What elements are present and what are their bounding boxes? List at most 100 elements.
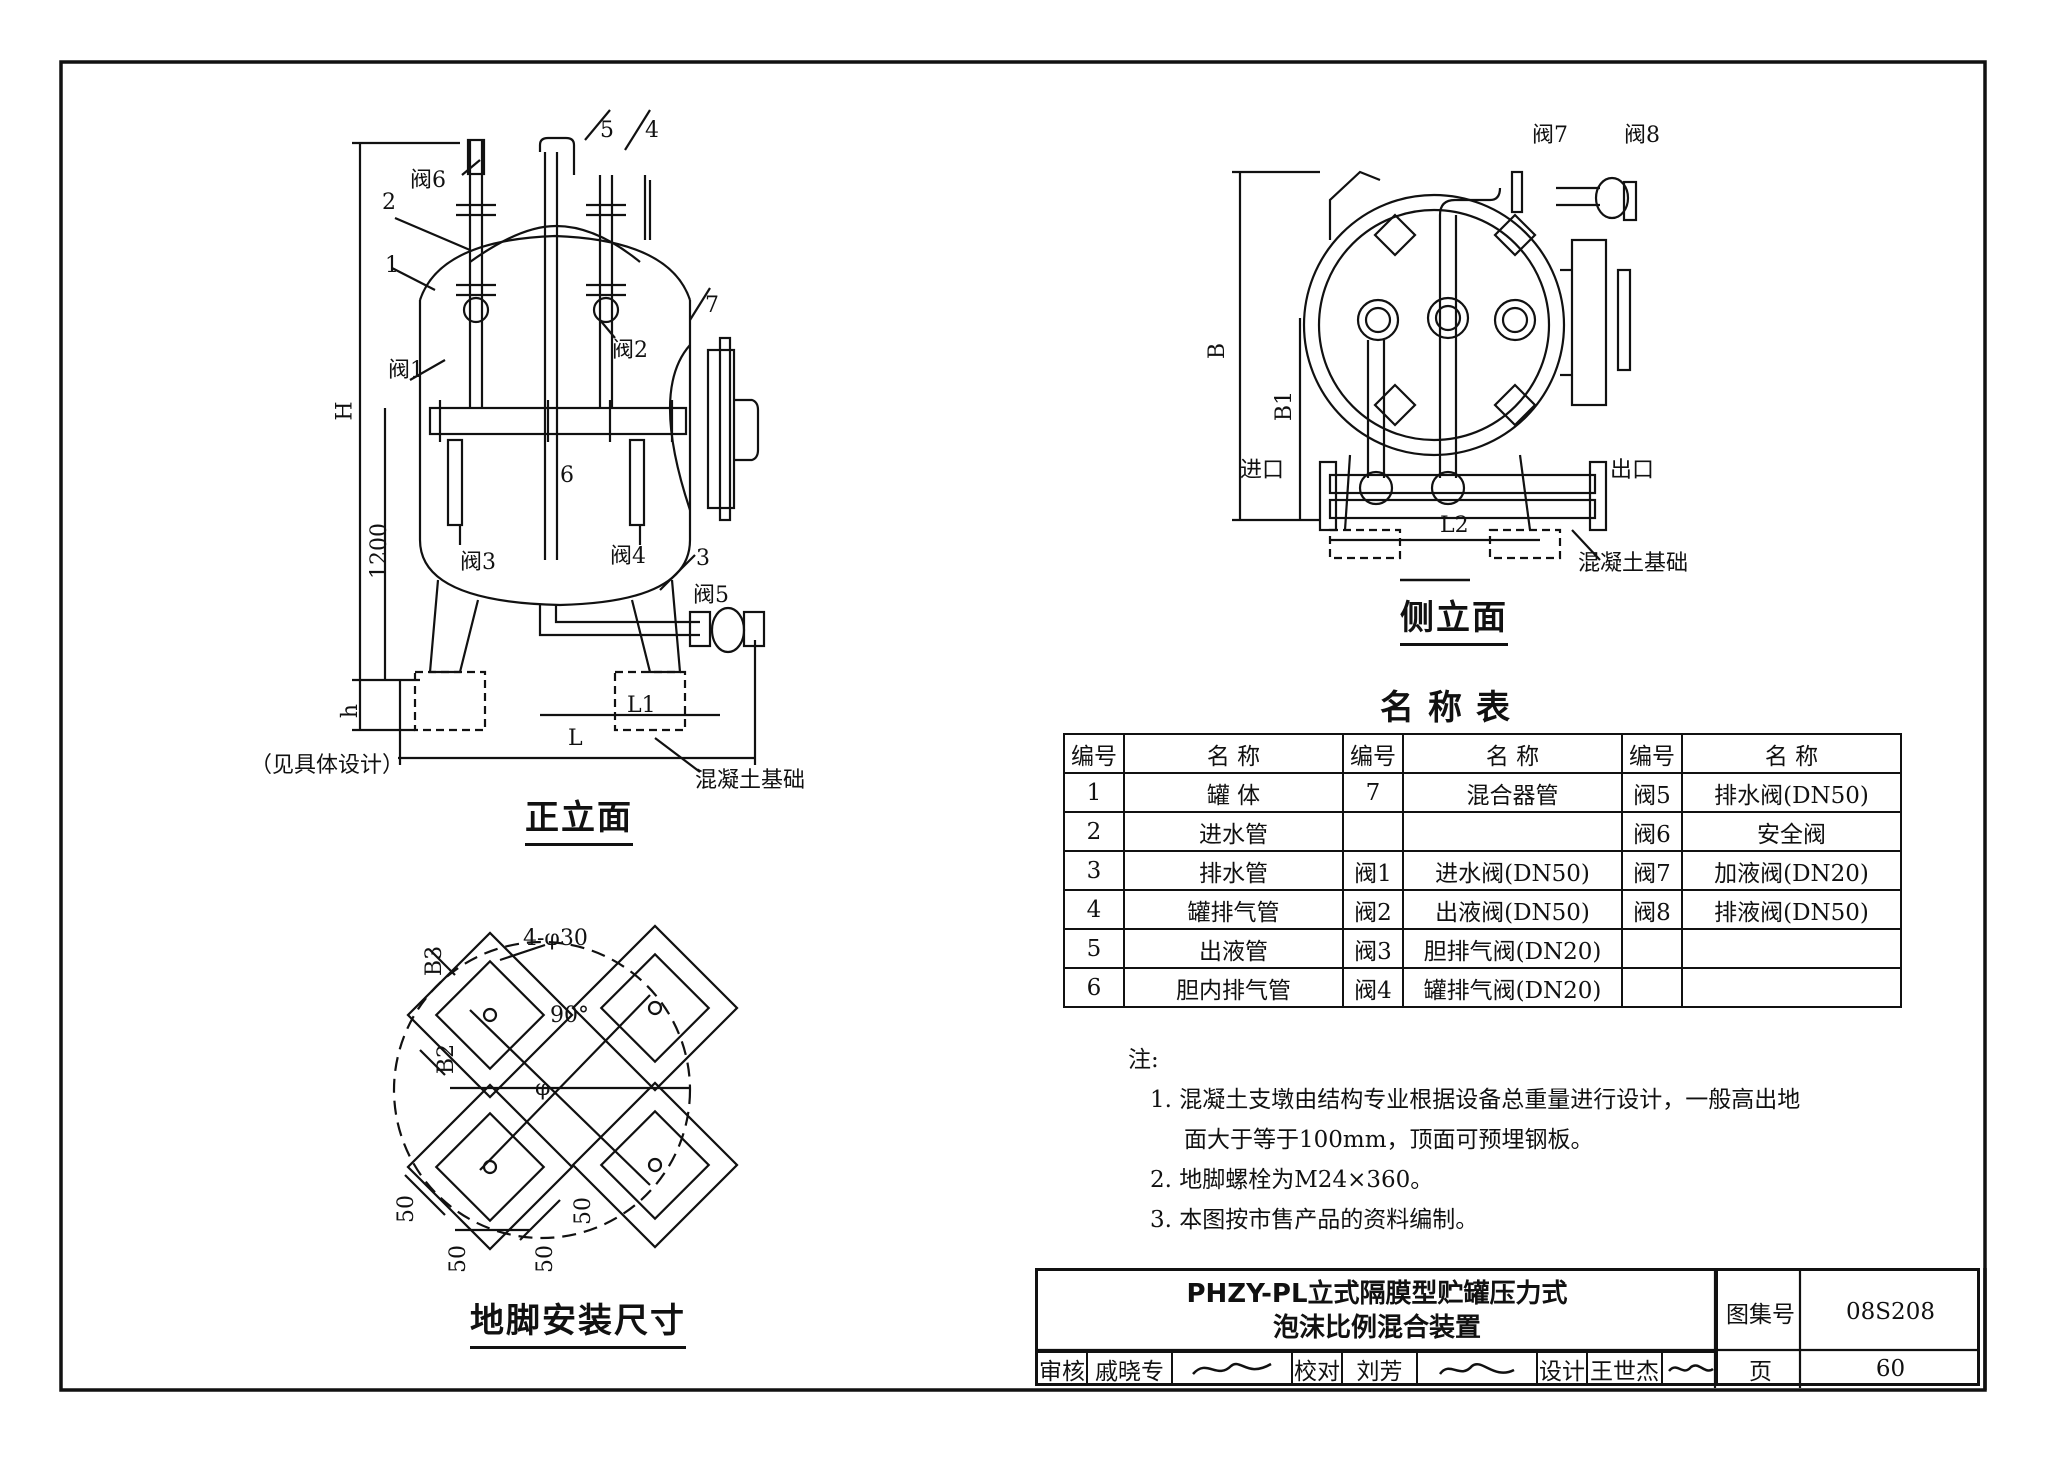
table-row: 3 排水管 阀1 进水阀(DN50) 阀7 加液阀(DN20) — [1063, 850, 1902, 891]
table-cell: 阀3 — [1342, 928, 1404, 969]
table-row: 5 出液管 阀3 胆排气阀(DN20) — [1063, 928, 1902, 969]
page-label: 页 — [1749, 1359, 1772, 1385]
signature-icon — [1667, 1364, 1714, 1372]
table-cell: 阀2 — [1342, 889, 1404, 930]
table-cell: 罐排气管 — [1123, 889, 1344, 930]
sheet-frame — [59, 60, 1987, 1392]
label-50-d: 50 — [571, 1197, 596, 1225]
table-cell — [1342, 811, 1404, 852]
designer-label: 设计 — [1538, 1353, 1588, 1385]
table-cell: 7 — [1342, 772, 1404, 813]
label-B2: B2 — [434, 1043, 460, 1075]
title-block-lines — [1035, 1268, 1980, 1388]
signature-icon — [1438, 1363, 1515, 1375]
table-cell — [1402, 811, 1623, 852]
label-B: B — [1205, 342, 1231, 360]
title-block: PHZY-PL立式隔膜型贮罐压力式 泡沫比例混合装置 图集号 08S208 页 … — [1035, 1268, 1980, 1386]
label-B3: B3 — [422, 945, 448, 977]
table-cell: 阀1 — [1342, 850, 1404, 891]
label-item4: 4 — [645, 118, 659, 143]
note-item: 1. 混凝土支墩由结构专业根据设备总重量进行设计，一般高出地 — [1150, 1087, 1801, 1113]
label-1200: 1200 — [367, 523, 392, 579]
table-cell: 加液阀(DN20) — [1681, 850, 1902, 891]
designer-signature — [1663, 1353, 1718, 1385]
label-phi: φ — [535, 1076, 551, 1101]
drawing-title: PHZY-PL立式隔膜型贮罐压力式 泡沫比例混合装置 — [1038, 1271, 1718, 1353]
table-cell: 安全阀 — [1681, 811, 1902, 852]
page-number: 60 — [1875, 1356, 1906, 1382]
reviewer-label: 审核 — [1038, 1353, 1088, 1385]
table-cell: 排液阀(DN50) — [1681, 889, 1902, 930]
table-row: 4 罐排气管 阀2 出液阀(DN50) 阀8 排液阀(DN50) — [1063, 889, 1902, 930]
table-cell: 排水阀(DN50) — [1681, 772, 1902, 813]
label-L: L — [568, 726, 583, 751]
label-L1: L1 — [627, 693, 656, 718]
table-cell: 5 — [1063, 928, 1125, 969]
label-item3: 3 — [696, 546, 710, 571]
label-50-b: 50 — [446, 1245, 471, 1273]
table-header-cell: 名 称 — [1681, 733, 1902, 774]
label-valve4: 阀4 — [610, 544, 646, 569]
reviewer-name: 戚晓专 — [1088, 1353, 1173, 1385]
table-cell: 进水管 — [1123, 811, 1344, 852]
label-valve7: 阀7 — [1532, 123, 1568, 148]
table-row: 1 罐 体 7 混合器管 阀5 排水阀(DN50) — [1063, 772, 1902, 813]
table-header-row: 编号 名 称 编号 名 称 编号 名 称 — [1063, 733, 1902, 774]
table-cell: 胆排气阀(DN20) — [1402, 928, 1623, 969]
label-holes: 4-φ30 — [523, 926, 588, 951]
side-elevation-title: 侧立面 — [1400, 590, 1508, 646]
label-front-foundation: 混凝土基础 — [695, 768, 806, 793]
name-table: 编号 名 称 编号 名 称 编号 名 称 1 罐 体 7 混合器管 阀5 排水阀… — [1063, 733, 1902, 1008]
table-cell — [1681, 967, 1902, 1008]
notes: 注: 1. 混凝土支墩由结构专业根据设备总重量进行设计，一般高出地 面大于等于1… — [1128, 1040, 1801, 1240]
table-cell: 胆内排气管 — [1123, 967, 1344, 1008]
table-cell: 阀8 — [1621, 889, 1683, 930]
table-cell: 罐 体 — [1123, 772, 1344, 813]
table-cell — [1681, 928, 1902, 969]
note-item: 2. 地脚螺栓为M24×360。 — [1150, 1167, 1434, 1193]
table-row: 2 进水管 阀6 安全阀 — [1063, 811, 1902, 852]
table-cell: 罐排气阀(DN20) — [1402, 967, 1623, 1008]
label-side-foundation: 混凝土基础 — [1578, 551, 1689, 576]
label-valve2: 阀2 — [612, 338, 648, 363]
table-cell: 阀4 — [1342, 967, 1404, 1008]
label-valve3: 阀3 — [460, 550, 496, 575]
label-50-a: 50 — [394, 1195, 419, 1223]
label-item1: 1 — [385, 253, 399, 278]
label-angle: 90° — [550, 1003, 589, 1028]
table-cell: 2 — [1063, 811, 1125, 852]
table-cell: 混合器管 — [1402, 772, 1623, 813]
label-H: H — [332, 401, 358, 421]
table-cell — [1621, 928, 1683, 969]
drawing-title-line2: 泡沫比例混合装置 — [1272, 1313, 1481, 1343]
table-cell — [1621, 967, 1683, 1008]
label-inlet: 进口 — [1240, 458, 1285, 483]
label-outlet: 出口 — [1610, 458, 1655, 483]
drawing-title-line1: PHZY-PL立式隔膜型贮罐压力式 — [1186, 1279, 1568, 1309]
note-item: 面大于等于100mm，顶面可预埋钢板。 — [1184, 1127, 1594, 1153]
label-item6: 6 — [560, 463, 574, 488]
note-item: 3. 本图按市售产品的资料编制。 — [1150, 1207, 1479, 1233]
table-cell: 排水管 — [1123, 850, 1344, 891]
label-valve6: 阀6 — [410, 168, 446, 193]
table-cell: 出液阀(DN50) — [1402, 889, 1623, 930]
table-cell: 阀5 — [1621, 772, 1683, 813]
label-50-c: 50 — [533, 1245, 558, 1273]
name-table-title: 名称表 — [1380, 688, 1524, 728]
reviewer-signature — [1173, 1353, 1293, 1385]
table-cell: 阀6 — [1621, 811, 1683, 852]
signature-icon — [1192, 1362, 1272, 1375]
notes-heading: 注: — [1128, 1047, 1159, 1073]
atlas-number: 08S208 — [1846, 1299, 1935, 1325]
label-B1: B1 — [1272, 390, 1298, 422]
table-header-cell: 编号 — [1342, 733, 1404, 774]
foot-layout — [392, 924, 739, 1251]
table-header-cell: 名 称 — [1123, 733, 1344, 774]
label-L2: L2 — [1440, 513, 1469, 538]
label-h: h — [338, 703, 364, 719]
table-header-cell: 编号 — [1621, 733, 1683, 774]
label-see-design: （见具体设计） — [250, 753, 405, 778]
side-elevation — [1232, 170, 1638, 582]
label-valve5: 阀5 — [693, 583, 729, 608]
